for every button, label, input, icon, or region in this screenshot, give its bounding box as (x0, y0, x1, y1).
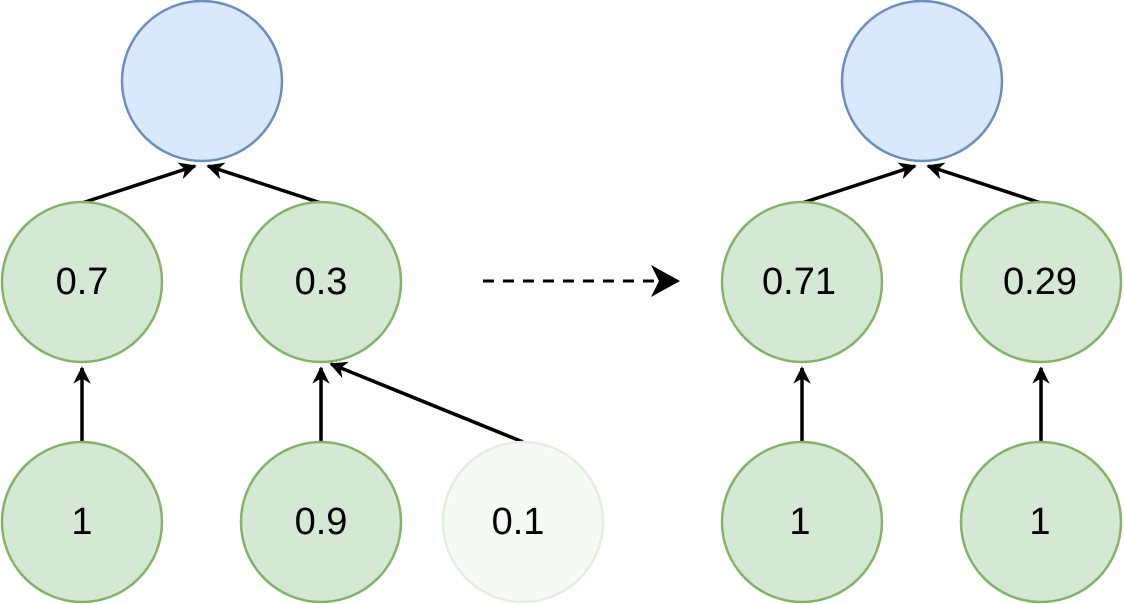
edge-right-071-to-root (801, 162, 917, 205)
left-middle-node-2-label: 0.3 (295, 261, 348, 303)
right-bottom-node-1 (720, 440, 884, 604)
right-root-node (840, 0, 1004, 163)
transition-arrow-head (651, 265, 680, 297)
left-bottom-node-2 (239, 440, 403, 604)
right-middle-node-2-label: 0.29 (1003, 261, 1077, 303)
right-middle-node-2 (959, 200, 1123, 364)
left-bottom-node-3-label: 0.1 (492, 501, 545, 543)
left-bottom-node-1-label: 1 (71, 501, 92, 543)
edge-left-01-to-03 (329, 361, 524, 444)
left-root-node (120, 0, 284, 163)
left-middle-node-1-label: 0.7 (56, 261, 109, 303)
left-middle-node-2 (239, 200, 403, 364)
left-bottom-node-2-label: 0.9 (295, 501, 348, 543)
right-bottom-node-2 (959, 440, 1123, 604)
right-middle-node-1 (720, 200, 884, 364)
left-bottom-node-3-faded (441, 440, 605, 604)
right-middle-node-1-label: 0.71 (762, 261, 836, 303)
right-bottom-node-2-label: 1 (1029, 501, 1050, 543)
left-middle-node-1 (0, 200, 164, 364)
edge-right-029-to-root (926, 162, 1042, 205)
right-bottom-node-1-label: 1 (789, 501, 810, 543)
edge-left-03-to-root (206, 162, 322, 205)
left-bottom-node-1 (0, 440, 164, 604)
edge-left-07-to-root (81, 162, 197, 205)
